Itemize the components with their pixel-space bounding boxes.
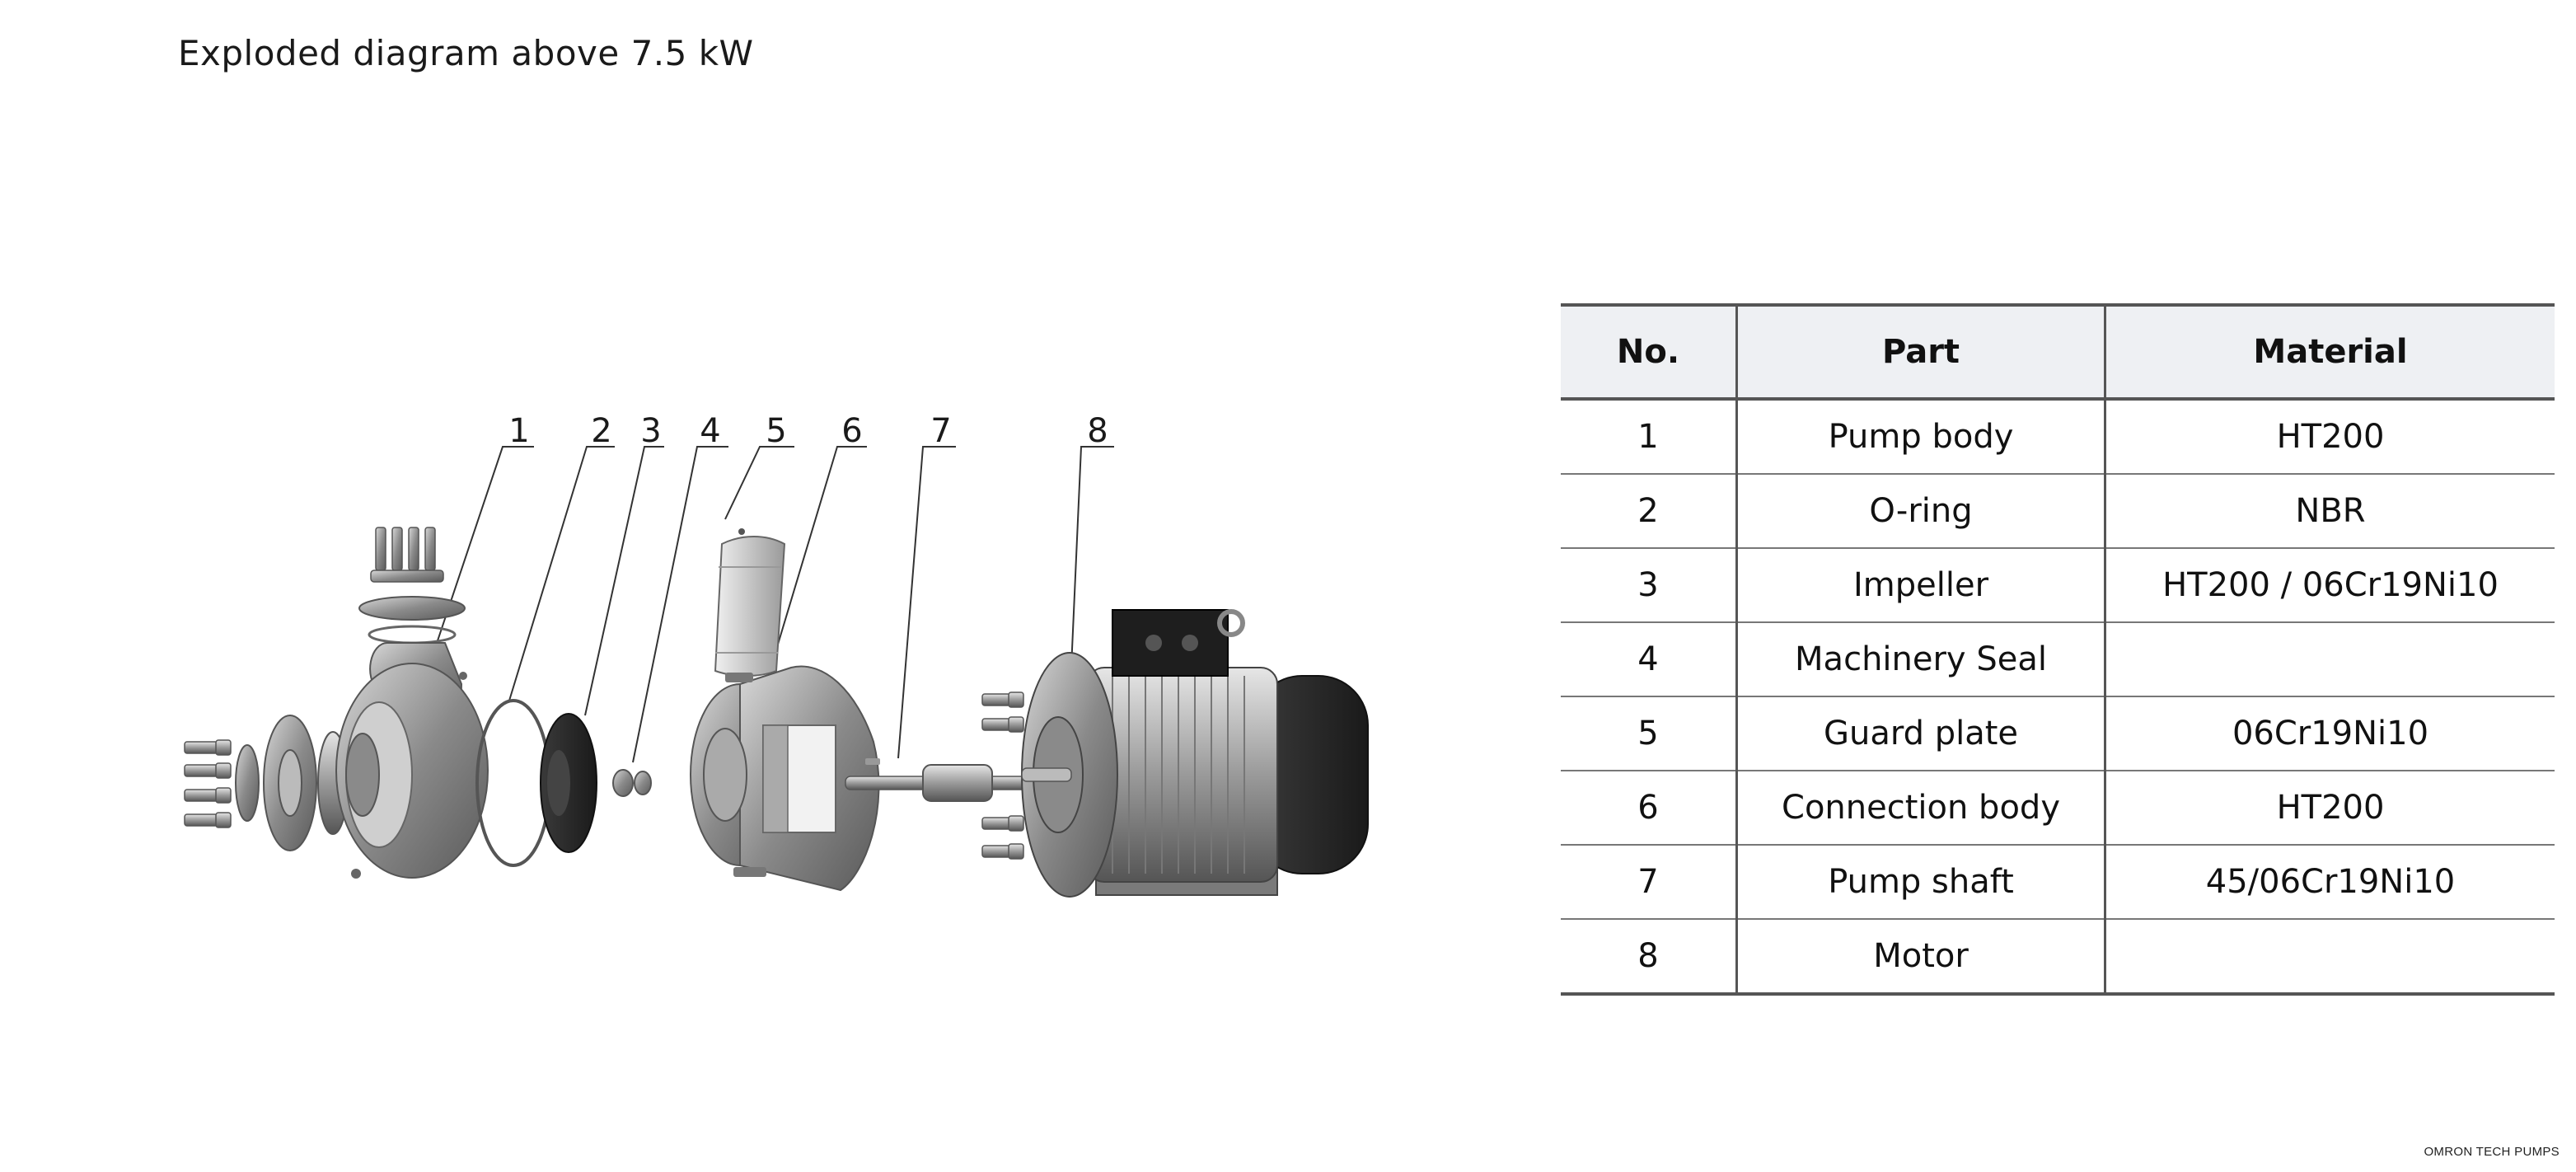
motor [1021, 609, 1369, 898]
callout-1: 1 [508, 412, 529, 450]
row-material: HT200 [2105, 399, 2555, 475]
machinery-seal [612, 769, 652, 797]
header-no: No. [1561, 303, 1738, 401]
row-no: 1 [1561, 399, 1738, 475]
table-row: 3 Impeller HT200 / 06Cr19Ni10 [1561, 548, 2555, 623]
guard-plate [714, 528, 786, 677]
page-title: Exploded diagram above 7.5 kW [178, 33, 754, 73]
row-no: 2 [1561, 474, 1738, 549]
outlet-bolts [370, 527, 444, 583]
row-part: Impeller [1736, 548, 2106, 623]
outlet-flange [358, 596, 466, 621]
row-material: 45/06Cr19Ni10 [2105, 845, 2555, 920]
table-row: 1 Pump body HT200 [1561, 399, 2555, 475]
connection-body [690, 665, 880, 892]
motor-bolts [981, 691, 1024, 860]
inlet-ring [235, 744, 260, 822]
callout-numbers: 1 2 3 4 5 6 7 8 [508, 412, 1108, 450]
table-header-row: No. Part Material [1561, 303, 2555, 401]
pump-shaft [845, 758, 1044, 802]
row-no: 5 [1561, 696, 1738, 771]
row-material: HT200 / 06Cr19Ni10 [2105, 548, 2555, 623]
row-no: 7 [1561, 845, 1738, 920]
callout-2: 2 [591, 412, 611, 450]
row-part: Motor [1736, 919, 2106, 996]
table-row: 4 Machinery Seal [1561, 622, 2555, 697]
table-row: 6 Connection body HT200 [1561, 771, 2555, 846]
row-material [2105, 622, 2555, 697]
callout-7: 7 [930, 412, 951, 450]
row-part: Guard plate [1736, 696, 2106, 771]
impeller [540, 713, 597, 853]
row-no: 6 [1561, 771, 1738, 846]
row-part: Pump shaft [1736, 845, 2106, 920]
row-no: 8 [1561, 919, 1738, 996]
callout-3: 3 [640, 412, 661, 450]
table-row: 5 Guard plate 06Cr19Ni10 [1561, 696, 2555, 771]
table-row: 2 O-ring NBR [1561, 474, 2555, 549]
row-part: Machinery Seal [1736, 622, 2106, 697]
header-part: Part [1736, 303, 2106, 401]
row-no: 4 [1561, 622, 1738, 697]
row-material [2105, 919, 2555, 996]
table-row: 7 Pump shaft 45/06Cr19Ni10 [1561, 845, 2555, 920]
parts-table: No. Part Material 1 Pump body HT200 2 O-… [1561, 303, 2555, 996]
callout-6: 6 [841, 412, 862, 450]
row-part: O-ring [1736, 474, 2106, 549]
pump-body [335, 642, 489, 879]
row-material: NBR [2105, 474, 2555, 549]
header-material: Material [2105, 303, 2555, 401]
callout-4: 4 [700, 412, 720, 450]
row-part: Connection body [1736, 771, 2106, 846]
callout-5: 5 [766, 412, 786, 450]
row-part: Pump body [1736, 399, 2106, 475]
table-row: 8 Motor [1561, 919, 2555, 996]
row-material: HT200 [2105, 771, 2555, 846]
row-no: 3 [1561, 548, 1738, 623]
callout-leaders [419, 446, 1114, 763]
row-material: 06Cr19Ni10 [2105, 696, 2555, 771]
footer-brand: OMRON TECH PUMPS [2424, 1145, 2560, 1159]
callout-8: 8 [1087, 412, 1108, 450]
inlet-bolts [184, 739, 232, 828]
exploded-pump-diagram: 1 2 3 4 5 6 7 8 [165, 396, 1417, 907]
